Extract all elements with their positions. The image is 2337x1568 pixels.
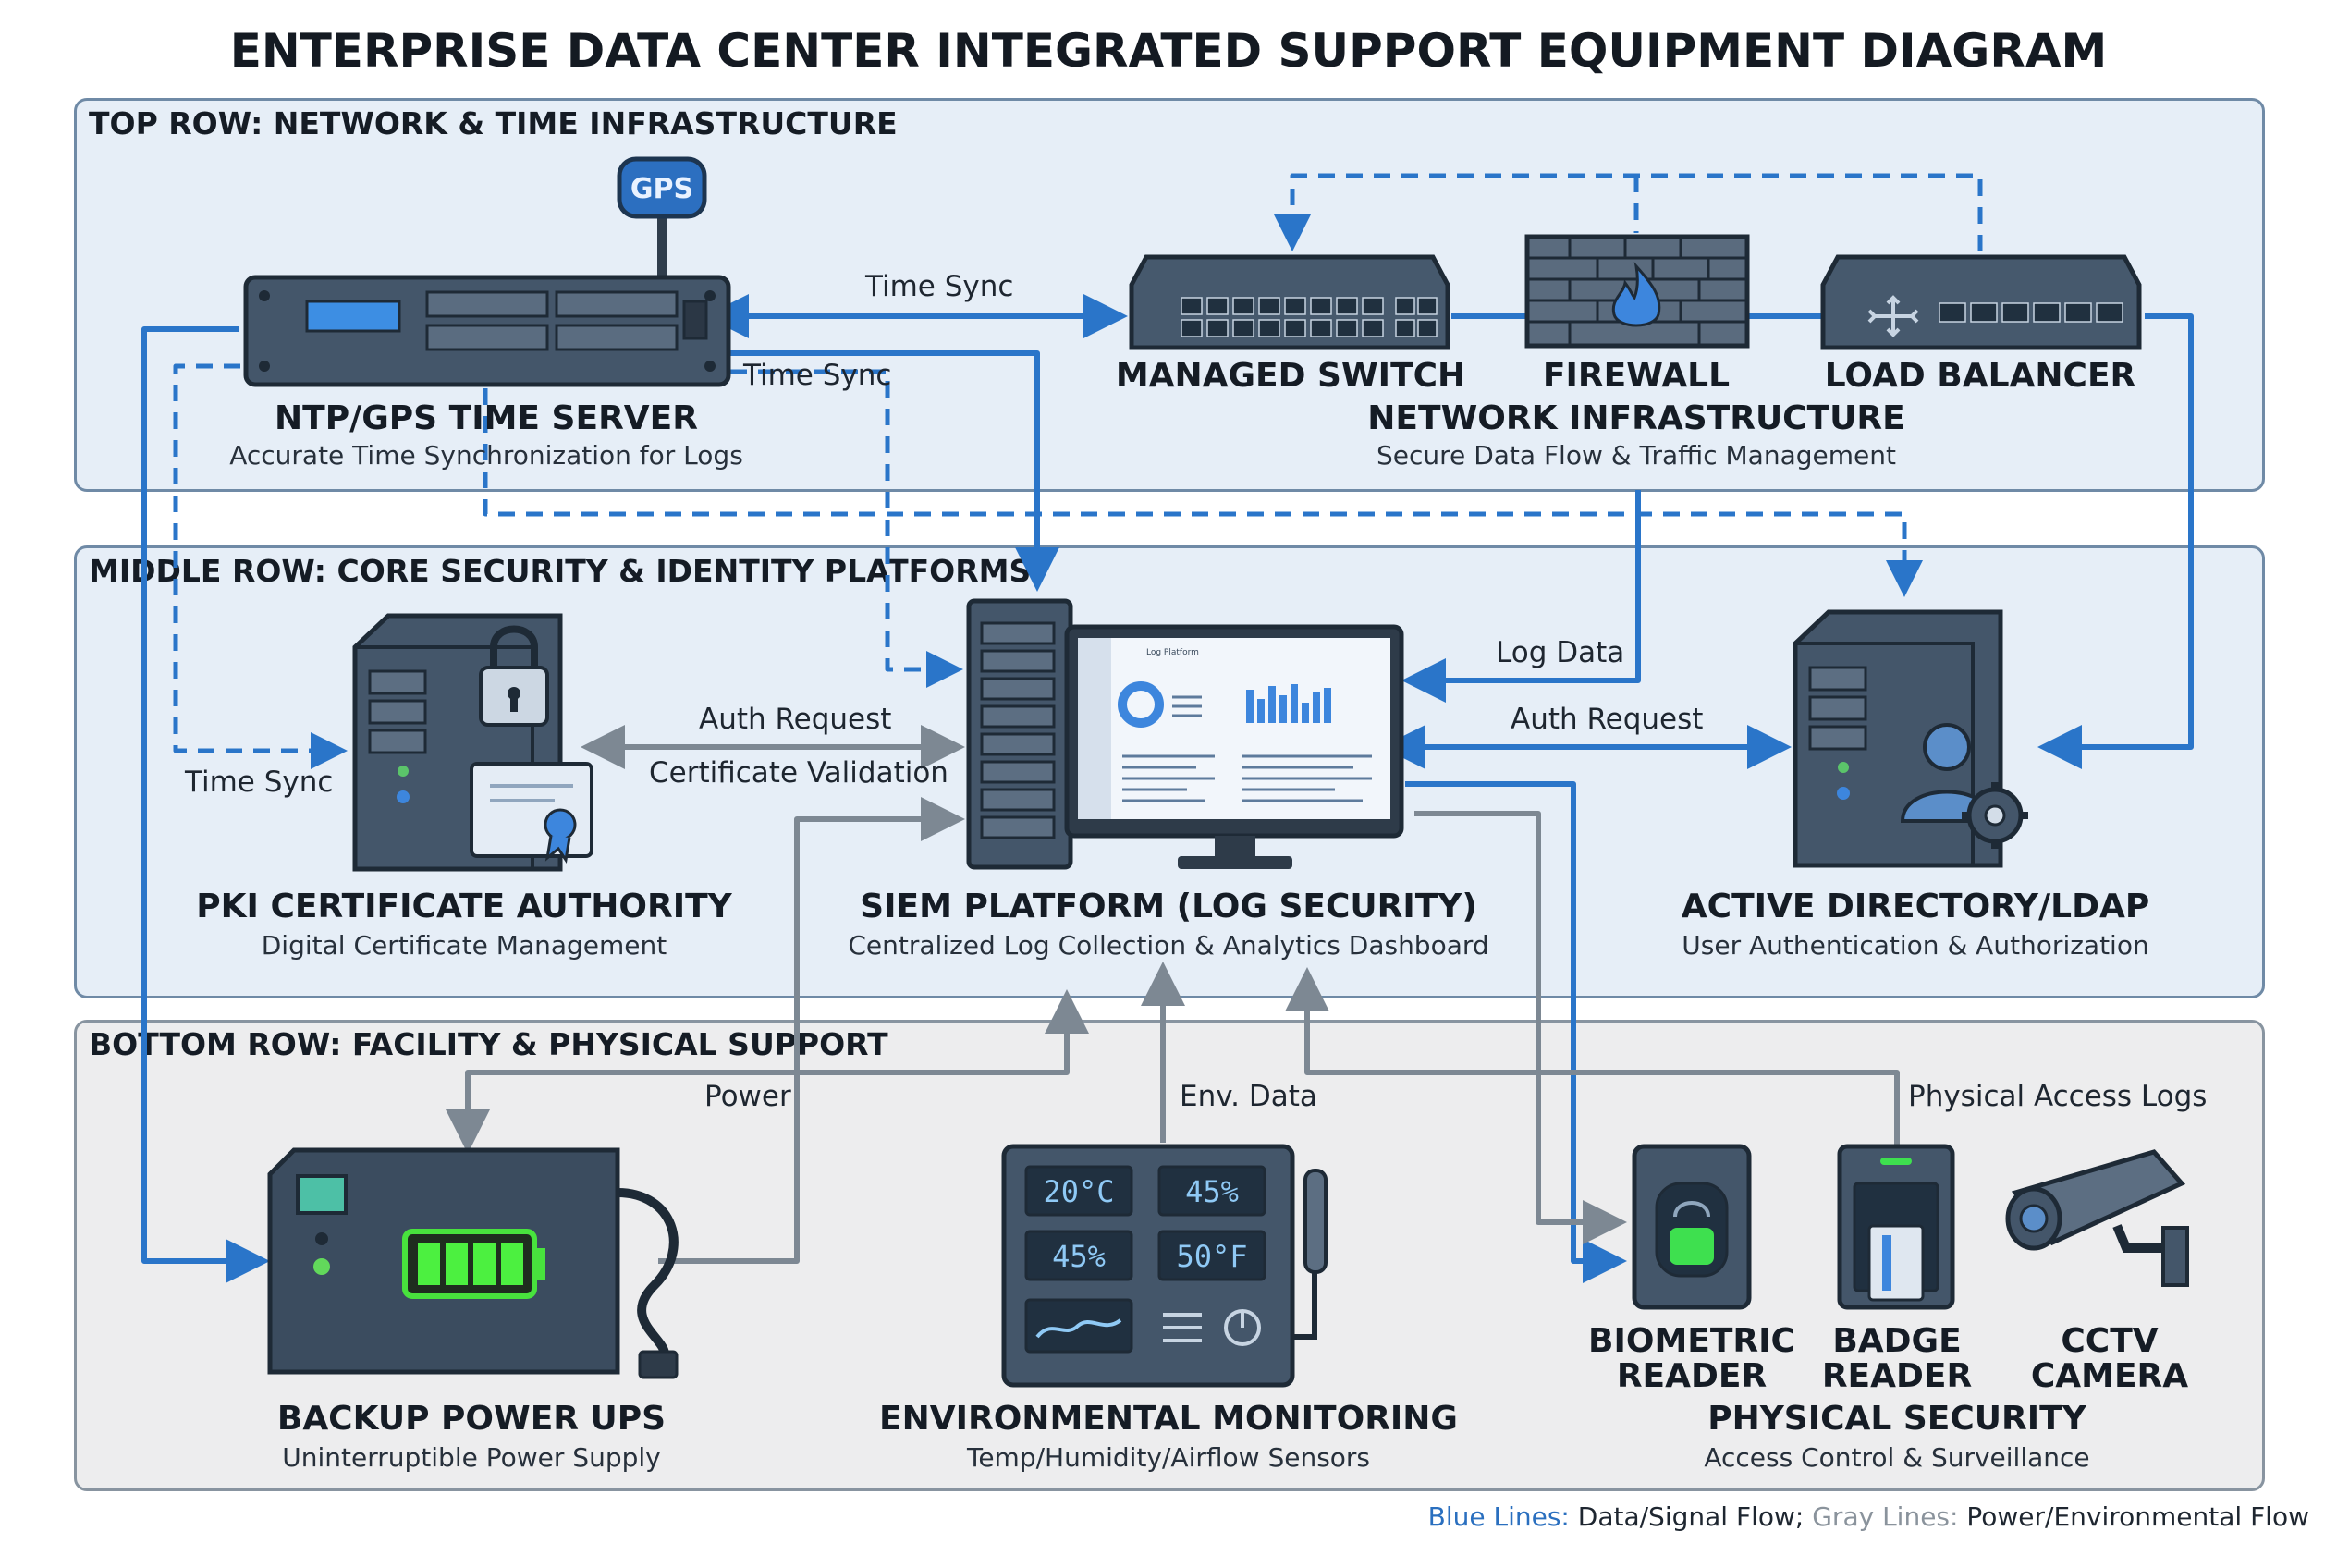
- time-sync-label-mid: Time Sync: [743, 359, 892, 392]
- legend-gray-desc: Power/Environmental Flow: [1966, 1501, 2309, 1532]
- log-data-label: Log Data: [1496, 636, 1625, 669]
- siem-platform-icon: Log Platform: [966, 598, 1404, 870]
- firewall-icon: [1524, 234, 1750, 349]
- biometric-title-line2: READER: [1616, 1357, 1768, 1395]
- switch-title: MANAGED SWITCH: [1115, 357, 1466, 395]
- cctv-title-line1: CCTV: [2061, 1322, 2159, 1360]
- biometric-reader-icon: [1632, 1144, 1752, 1310]
- managed-switch-icon: [1129, 254, 1450, 350]
- middle-row-label: MIDDLE ROW: CORE SECURITY & IDENTITY PLA…: [89, 553, 1032, 589]
- env-subtitle: Temp/Humidity/Airflow Sensors: [966, 1442, 1371, 1473]
- active-directory-server-icon: [1793, 609, 2028, 868]
- biometric-title-line1: BIOMETRIC: [1588, 1322, 1795, 1360]
- legend-gray-key: Gray Lines:: [1812, 1501, 1959, 1532]
- badge-title-line2: READER: [1821, 1357, 1973, 1395]
- pki-title: PKI CERTIFICATE AUTHORITY: [196, 888, 732, 925]
- env-title: ENVIRONMENTAL MONITORING: [879, 1400, 1458, 1438]
- power-label: Power: [704, 1080, 791, 1113]
- badge-reader-icon: [1837, 1144, 1955, 1310]
- time-sync-label-left: Time Sync: [185, 766, 334, 799]
- cctv-camera-icon: [2005, 1149, 2189, 1287]
- ups-icon: [267, 1147, 679, 1379]
- ad-subtitle: User Authentication & Authorization: [1682, 930, 2149, 961]
- top-row-label: TOP ROW: NETWORK & TIME INFRASTRUCTURE: [89, 105, 898, 141]
- legend: Blue Lines: Data/Signal Flow; Gray Lines…: [1428, 1501, 2309, 1532]
- physical-access-logs-label: Physical Access Logs: [1908, 1080, 2208, 1113]
- ups-title: BACKUP POWER UPS: [276, 1400, 667, 1438]
- pki-server-icon: [352, 613, 593, 872]
- firewall-title: FIREWALL: [1542, 357, 1731, 395]
- siem-subtitle: Centralized Log Collection & Analytics D…: [848, 930, 1489, 961]
- environmental-monitor-icon: 20°C 45% 45% 50°F: [1001, 1144, 1328, 1388]
- physical-security-title: PHYSICAL SECURITY: [1707, 1400, 2086, 1438]
- humidity-reading-1: 45%: [1185, 1174, 1239, 1209]
- ntp-subtitle: Accurate Time Synchronization for Logs: [229, 440, 743, 471]
- siem-title: SIEM PLATFORM (LOG SECURITY): [860, 888, 1477, 925]
- temp-c-reading: 20°C: [1043, 1174, 1114, 1209]
- siem-screen-title: Log Platform: [1146, 648, 1199, 657]
- legend-blue-key: Blue Lines:: [1427, 1501, 1570, 1532]
- ntp-server-icon: [243, 275, 731, 387]
- load-balancer-title: LOAD BALANCER: [1824, 357, 2136, 395]
- auth-request-label-left: Auth Request: [699, 703, 892, 736]
- cctv-title-line2: CAMERA: [2030, 1357, 2189, 1395]
- auth-request-label-right: Auth Request: [1511, 703, 1704, 736]
- load-balancer-icon: [1820, 254, 2142, 350]
- physical-security-subtitle: Access Control & Surveillance: [1704, 1442, 2090, 1473]
- time-sync-label-top: Time Sync: [865, 270, 1014, 303]
- ups-subtitle: Uninterruptible Power Supply: [282, 1442, 661, 1473]
- badge-title-line1: BADGE: [1832, 1322, 1962, 1360]
- pki-subtitle: Digital Certificate Management: [261, 930, 667, 961]
- gps-label: GPS: [630, 173, 693, 205]
- diagram-title: ENTERPRISE DATA CENTER INTEGRATED SUPPOR…: [229, 24, 2108, 78]
- legend-blue-desc: Data/Signal Flow;: [1577, 1501, 1805, 1532]
- network-infrastructure-subtitle: Secure Data Flow & Traffic Management: [1377, 440, 1896, 471]
- env-data-label: Env. Data: [1180, 1080, 1317, 1113]
- certificate-validation-label: Certificate Validation: [649, 756, 948, 790]
- humidity-reading-2: 45%: [1052, 1239, 1106, 1274]
- bottom-row-label: BOTTOM ROW: FACILITY & PHYSICAL SUPPORT: [89, 1026, 888, 1062]
- ntp-title: NTP/GPS TIME SERVER: [275, 399, 698, 437]
- ad-title: ACTIVE DIRECTORY/LDAP: [1681, 888, 2150, 925]
- temp-f-reading: 50°F: [1176, 1239, 1247, 1274]
- network-infrastructure-title: NETWORK INFRASTRUCTURE: [1367, 399, 1905, 437]
